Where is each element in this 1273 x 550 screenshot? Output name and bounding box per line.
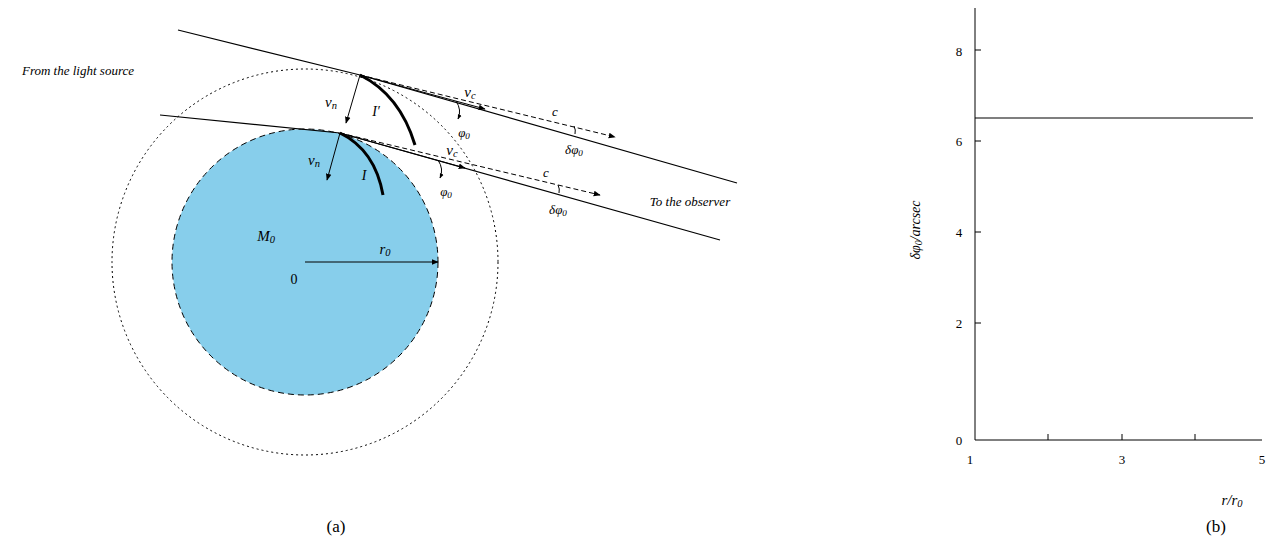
outer-orbit (112, 69, 498, 455)
subscript: 0 (447, 190, 452, 200)
angle-arc (456, 101, 460, 119)
wavefront-curve (340, 133, 383, 195)
subscript: 0 (562, 208, 567, 218)
angle-arc (558, 185, 559, 193)
subscript: 0 (385, 247, 390, 258)
tangent-velocity-arrow (340, 133, 465, 168)
vector-label: vn (325, 95, 337, 110)
tick-label: 5 (1259, 453, 1266, 466)
tick-label: 3 (1119, 453, 1126, 466)
vector-label: c (543, 166, 549, 179)
light-ray-lower (160, 115, 720, 240)
wavefront-label: I′ (372, 105, 380, 119)
panel-label: (a) (327, 518, 346, 535)
tick-label: 0 (956, 434, 963, 447)
tick-label: 1 (967, 453, 974, 466)
mass-body (172, 129, 438, 395)
tangent-velocity-arrow (360, 75, 485, 109)
chart-axes (975, 8, 1262, 440)
subscript: 0 (465, 131, 470, 141)
tick-label: 2 (956, 317, 963, 330)
subscript: n (332, 100, 337, 111)
angle-label: φ0 (440, 185, 452, 198)
normal-velocity-arrow (346, 75, 360, 123)
radius-arrow (305, 262, 438, 263)
center-label: 0 (291, 273, 298, 287)
light-speed-arrow (360, 75, 615, 137)
angle-label: δφ0 (549, 203, 567, 216)
tick-label: 8 (956, 45, 963, 58)
vector-label: vc (446, 143, 457, 158)
axis-title: r/r0 (1221, 493, 1242, 508)
subscript: 0 (578, 148, 583, 158)
normal-velocity-arrow (327, 133, 340, 180)
wavefront-curve (360, 75, 415, 145)
vector-label: c (552, 105, 558, 118)
mass-label: M0 (257, 229, 275, 244)
angle-arc (574, 126, 575, 134)
ray-caption: From the light source (22, 64, 134, 77)
subscript: 0 (913, 240, 924, 245)
subscript: 0 (1237, 498, 1242, 509)
angle-arc (438, 160, 442, 178)
panel-label: (b) (1206, 518, 1226, 535)
radius-label: r0 (379, 242, 390, 257)
wavefront-label: I (362, 169, 367, 183)
subscript: c (471, 90, 476, 101)
ray-caption: To the observer (650, 195, 730, 208)
vector-label: vn (308, 153, 320, 168)
subscript: n (315, 158, 320, 169)
light-speed-arrow (340, 133, 600, 195)
vector-label: vc (464, 85, 475, 100)
angle-label: φ0 (458, 126, 470, 139)
tick-label: 6 (956, 135, 963, 148)
subscript: 0 (270, 234, 275, 245)
angle-label: δφ0 (565, 143, 583, 156)
subscript: c (453, 148, 458, 159)
axis-title: δφ0/arcsec (909, 200, 923, 259)
light-ray-upper (178, 30, 737, 183)
tick-label: 4 (956, 226, 963, 239)
data-line (975, 117, 1253, 118)
